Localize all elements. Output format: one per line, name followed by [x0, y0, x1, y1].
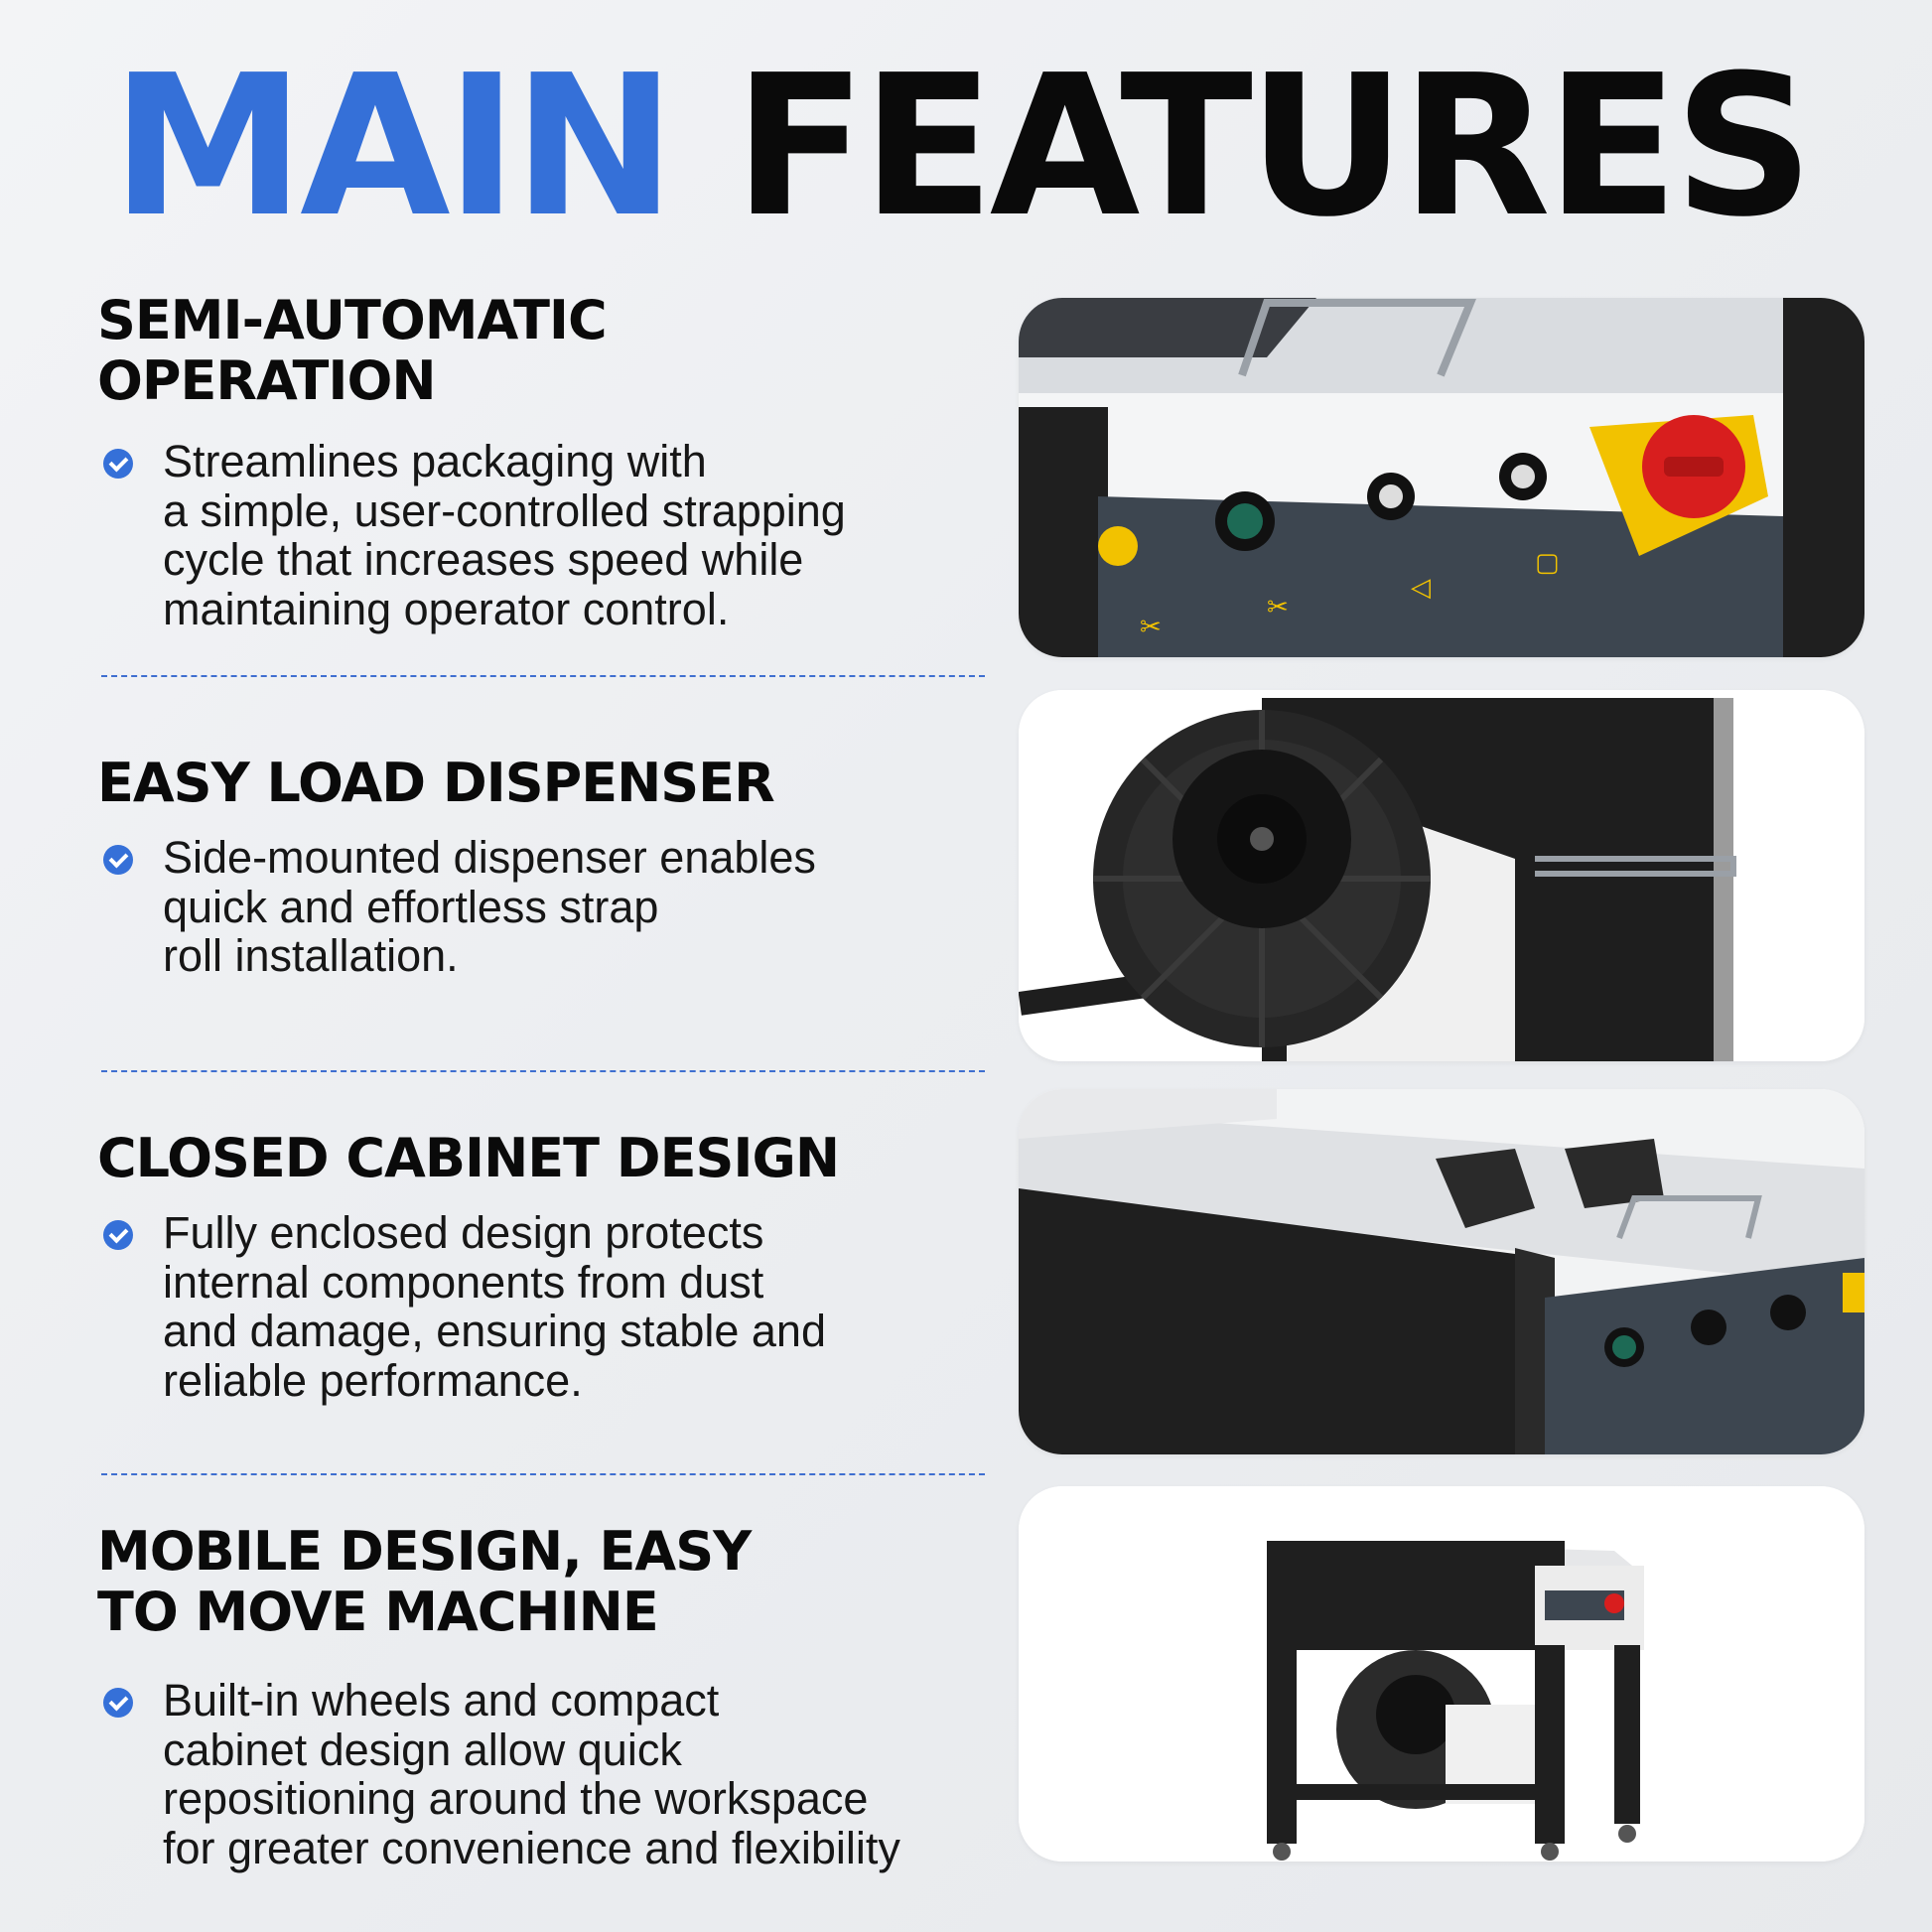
machine-illustration	[1019, 1486, 1864, 1862]
image-control-panel: ✂ ✂ ◁ ▢	[1019, 298, 1864, 657]
feature-text: Fully enclosed design protects internal …	[163, 1207, 826, 1406]
svg-text:✂: ✂	[1140, 613, 1162, 642]
control-panel-illustration: ✂ ✂ ◁ ▢	[1019, 298, 1864, 657]
feature-bullet: Fully enclosed design protects internal …	[97, 1208, 991, 1405]
check-circle-icon	[103, 449, 133, 479]
image-closed-cabinet	[1019, 1089, 1864, 1454]
svg-text:▢: ▢	[1535, 548, 1560, 578]
feature-heading: EASY LOAD DISPENSER	[97, 752, 775, 814]
divider	[101, 675, 985, 677]
feature-easy-load-dispenser: EASY LOAD DISPENSER Side-mounted dispens…	[97, 753, 991, 981]
svg-text:◁: ◁	[1411, 573, 1431, 603]
feature-text: Streamlines packaging with a simple, use…	[163, 436, 846, 634]
divider	[101, 1473, 985, 1475]
feature-text: Built-in wheels and compact cabinet desi…	[163, 1675, 900, 1873]
feature-bullet: Built-in wheels and compact cabinet desi…	[97, 1676, 991, 1872]
image-mobile-machine	[1019, 1486, 1864, 1862]
feature-heading: CLOSED CABINET DESIGN	[97, 1127, 840, 1189]
feature-bullet: Side-mounted dispenser enables quick and…	[97, 833, 991, 981]
image-strap-dispenser	[1019, 690, 1864, 1061]
check-circle-icon	[103, 845, 133, 875]
check-circle-icon	[103, 1688, 133, 1718]
check-circle-icon	[103, 1220, 133, 1250]
title-word-main: MAIN	[111, 34, 676, 260]
feature-heading: MOBILE DESIGN, EASY TO MOVE MACHINE	[97, 1520, 752, 1643]
dispenser-illustration	[1019, 690, 1864, 1061]
feature-heading: SEMI-AUTOMATIC OPERATION	[97, 289, 608, 412]
svg-text:✂: ✂	[1267, 593, 1289, 622]
feature-text: Side-mounted dispenser enables quick and…	[163, 832, 816, 981]
title-word-features: FEATURES	[733, 34, 1814, 260]
feature-bullet: Streamlines packaging with a simple, use…	[97, 437, 991, 633]
feature-semi-automatic: SEMI-AUTOMATIC OPERATION Streamlines pac…	[97, 290, 991, 633]
cabinet-illustration	[1019, 1089, 1864, 1454]
feature-closed-cabinet: CLOSED CABINET DESIGN Fully enclosed des…	[97, 1128, 991, 1405]
divider	[101, 1070, 985, 1072]
page-title: MAIN FEATURES	[111, 50, 1814, 244]
feature-mobile-design: MOBILE DESIGN, EASY TO MOVE MACHINE Buil…	[97, 1521, 991, 1872]
